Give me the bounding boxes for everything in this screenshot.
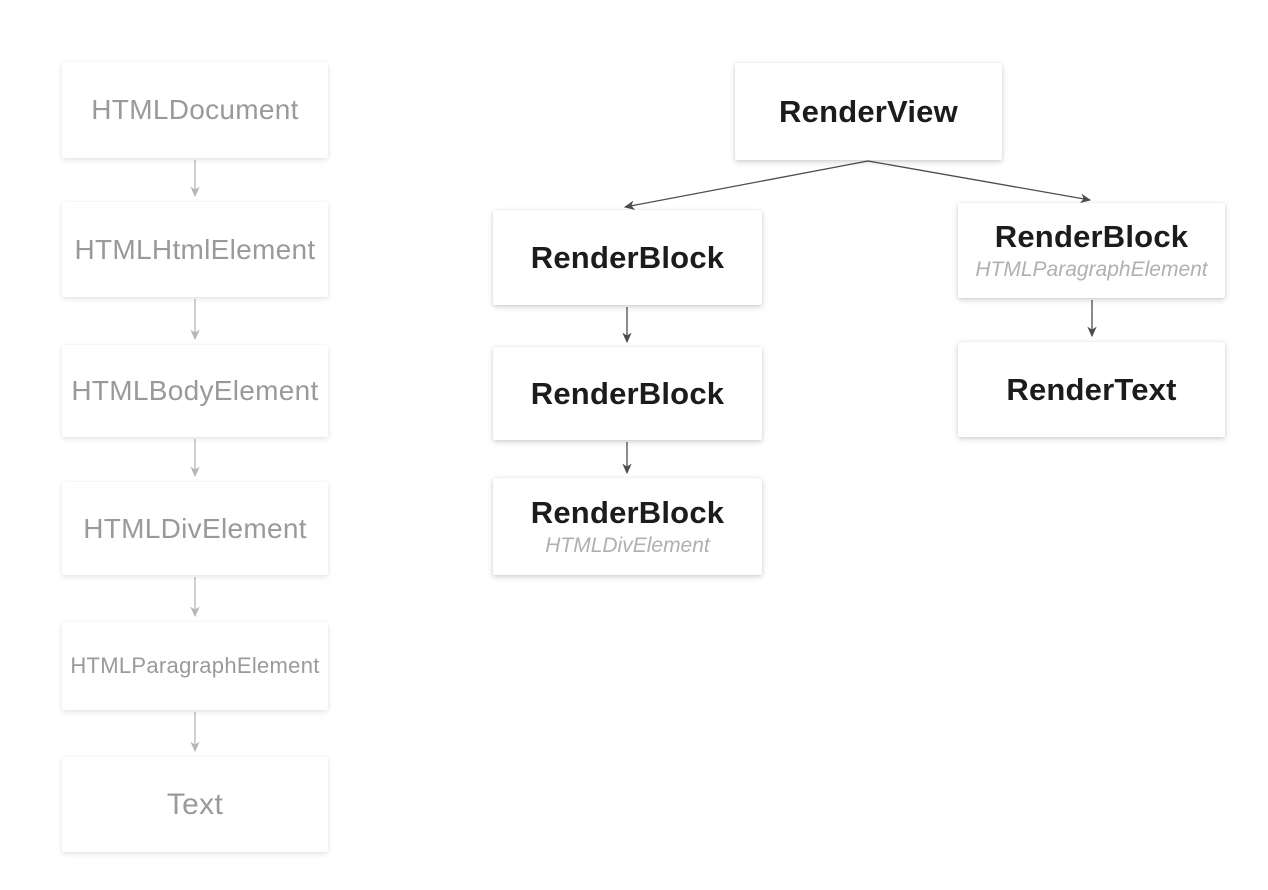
dom-node-label: Text bbox=[166, 787, 224, 821]
render-node-renderview: RenderView bbox=[735, 63, 1002, 160]
dom-node-htmldocument: HTMLDocument bbox=[62, 62, 328, 158]
dom-node-text: Text bbox=[62, 757, 328, 852]
dom-node-label: HTMLParagraphElement bbox=[70, 653, 320, 678]
dom-node-htmlhtmlelement: HTMLHtmlElement bbox=[62, 202, 328, 297]
dom-node-label: HTMLHtmlElement bbox=[74, 233, 316, 265]
dom-node-htmldivelement: HTMLDivElement bbox=[62, 482, 328, 575]
dom-node-label: HTMLDivElement bbox=[83, 512, 307, 544]
render-node-renderblock-paragraph: RenderBlock HTMLParagraphElement bbox=[958, 203, 1225, 298]
render-node-label: RenderBlock bbox=[530, 239, 725, 275]
dom-node-label: HTMLBodyElement bbox=[71, 375, 319, 406]
render-node-label: RenderView bbox=[779, 93, 958, 129]
render-node-subtitle: HTMLDivElement bbox=[545, 533, 710, 557]
branch-arrow-icon bbox=[623, 160, 869, 210]
render-node-renderblock-1: RenderBlock bbox=[493, 210, 762, 305]
render-node-renderblock-div: RenderBlock HTMLDivElement bbox=[493, 478, 762, 575]
dom-node-htmlparagraphelement: HTMLParagraphElement bbox=[62, 622, 328, 710]
render-node-label: RenderBlock bbox=[994, 219, 1189, 255]
branch-arrow-icon bbox=[867, 160, 1092, 203]
render-node-label: RenderBlock bbox=[530, 375, 725, 411]
render-node-label: RenderText bbox=[1006, 371, 1177, 407]
render-node-renderblock-2: RenderBlock bbox=[493, 347, 762, 440]
render-node-rendertext: RenderText bbox=[958, 342, 1225, 437]
render-node-subtitle: HTMLParagraphElement bbox=[975, 257, 1208, 281]
dom-node-label: HTMLDocument bbox=[91, 94, 299, 125]
render-node-label: RenderBlock bbox=[530, 495, 725, 531]
dom-node-htmlbodyelement: HTMLBodyElement bbox=[62, 345, 328, 437]
